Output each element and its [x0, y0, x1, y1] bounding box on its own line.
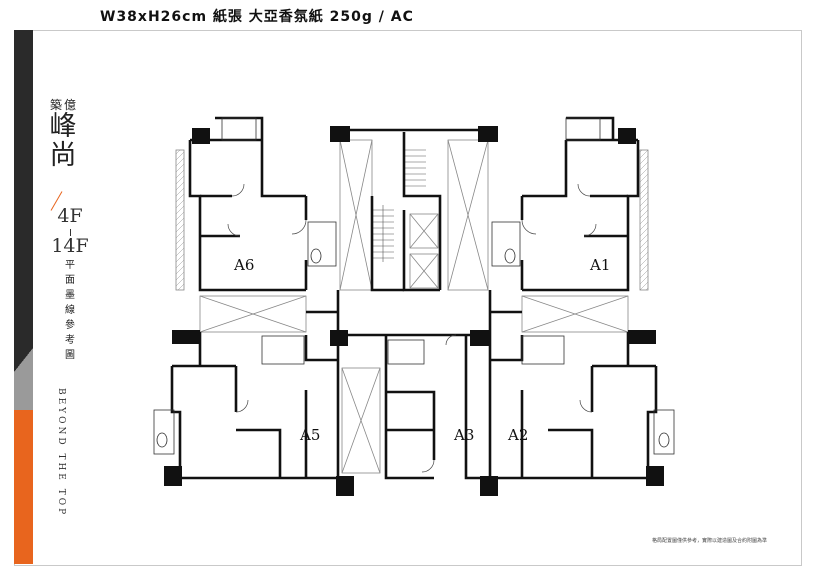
- door-swings: [227, 183, 597, 473]
- columns: [164, 126, 664, 496]
- floor-range-bottom: 14F: [51, 235, 89, 257]
- bathroom-fixtures: [153, 117, 675, 455]
- logo-char-2: 尚: [49, 140, 77, 171]
- disclaimer-note: 格局配置圖僅供參考，實際以建造圖及合約附圖為準: [652, 538, 768, 544]
- band-cut: [14, 348, 33, 372]
- plan-title: 平面墨線參考圖: [65, 260, 75, 361]
- unit-label-a2: A2: [507, 426, 528, 444]
- walls: [170, 116, 658, 480]
- stair-treads: [372, 149, 426, 262]
- developer-name: 築億: [50, 98, 79, 112]
- floor-dash: [70, 229, 71, 236]
- paper-spec-header: W38xH26cm 紙張 大亞香氛紙 250g / AC: [100, 9, 414, 25]
- unit-label-a3: A3: [453, 426, 474, 444]
- floor-range-top: 4F: [57, 205, 83, 227]
- drawing-sheet: [14, 30, 802, 566]
- project-logo: 峰 尚: [48, 112, 78, 170]
- color-band: [14, 30, 33, 564]
- logo-char-1: 峰: [49, 111, 77, 142]
- unit-label-a5: A5: [299, 426, 320, 444]
- void-areas: [175, 139, 649, 474]
- unit-label-a6: A6: [233, 256, 254, 274]
- tagline: BEYOND THE TOP: [56, 388, 66, 518]
- unit-label-a1: A1: [589, 256, 610, 274]
